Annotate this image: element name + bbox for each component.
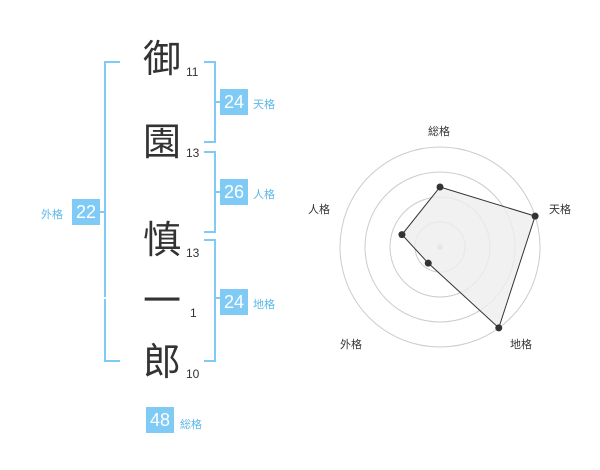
chikaku-bracket — [204, 239, 216, 362]
stroke-count-1: 11 — [186, 65, 199, 79]
jinkaku-label: 人格 — [253, 188, 275, 201]
stroke-count-5: 10 — [186, 367, 200, 381]
soukaku-value: 48 — [146, 407, 174, 433]
stroke-count-4: 1 — [190, 306, 197, 320]
radar-point-2 — [531, 212, 539, 220]
radar-series-area — [401, 186, 536, 329]
stroke-count-3: 13 — [186, 246, 200, 260]
radar-point-1 — [436, 183, 444, 191]
name-char-2: 園 — [143, 120, 182, 164]
soukaku-label: 総格 — [180, 418, 202, 431]
gaikaku-value: 22 — [72, 199, 100, 225]
chikaku-value: 24 — [220, 289, 248, 315]
name-char-4: 一 — [143, 279, 182, 323]
radar-label-gaikaku: 外格 — [340, 338, 362, 351]
chikaku-label: 地格 — [253, 298, 275, 311]
jinkaku-bracket — [204, 151, 216, 233]
tenkaku-label: 天格 — [253, 98, 275, 111]
chikaku-bracket-tick — [216, 297, 222, 299]
radar-label-chikaku: 地格 — [510, 338, 532, 351]
name-char-5: 郎 — [143, 340, 182, 384]
name-char-3: 慎 — [143, 218, 182, 262]
radar-point-3 — [495, 324, 503, 332]
radar-point-4 — [424, 259, 432, 267]
stroke-count-2: 13 — [186, 146, 200, 160]
tenkaku-bracket — [204, 61, 216, 143]
jinkaku-value: 26 — [220, 179, 248, 205]
gaikaku-bracket-split — [104, 297, 118, 299]
name-char-1: 御 — [143, 37, 182, 81]
tenkaku-value: 24 — [220, 89, 248, 115]
radar-label-tenkaku: 天格 — [549, 203, 571, 216]
tenkaku-bracket-tick — [216, 101, 222, 103]
jinkaku-bracket-tick — [216, 191, 222, 193]
radar-ring — [339, 146, 541, 348]
gaikaku-bracket — [104, 61, 120, 362]
radar-point-5 — [398, 231, 406, 239]
radar-label-soukaku: 総格 — [428, 125, 450, 138]
radar-label-jinkaku: 人格 — [308, 203, 330, 216]
gaikaku-label: 外格 — [41, 208, 63, 221]
